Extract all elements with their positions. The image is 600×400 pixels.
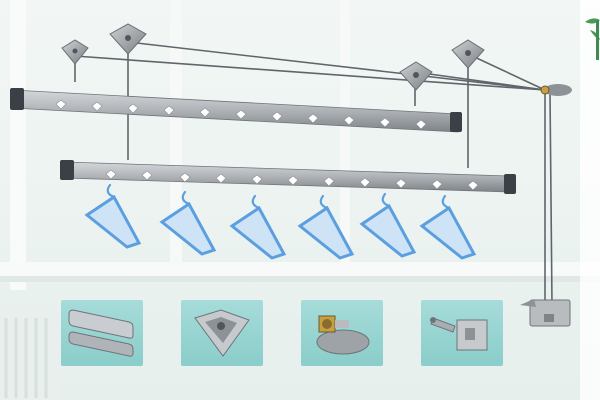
corner-pulley	[540, 84, 572, 96]
upper-rail	[10, 88, 462, 133]
thumbnail-crank-winder	[421, 300, 503, 366]
hanger	[229, 194, 287, 260]
crank-winder-mounted	[520, 299, 571, 327]
hanger	[84, 183, 142, 249]
ceiling-mount	[399, 61, 433, 91]
ceiling-mount	[61, 39, 89, 65]
lower-rail	[60, 160, 516, 194]
hanger	[419, 194, 477, 260]
hanger	[297, 194, 355, 260]
plant-leaf	[585, 18, 600, 60]
hanger	[159, 190, 217, 256]
hanger	[359, 192, 417, 258]
hangers	[84, 183, 477, 260]
ceiling-mount	[109, 23, 147, 55]
ceiling-mount	[451, 39, 485, 69]
thumbnail-pulley-wheel-assembly	[301, 300, 383, 366]
cables	[74, 41, 553, 310]
thumbnail-ceiling-pulley-mount	[181, 300, 263, 366]
thumbnail-rail-profile	[61, 300, 143, 366]
